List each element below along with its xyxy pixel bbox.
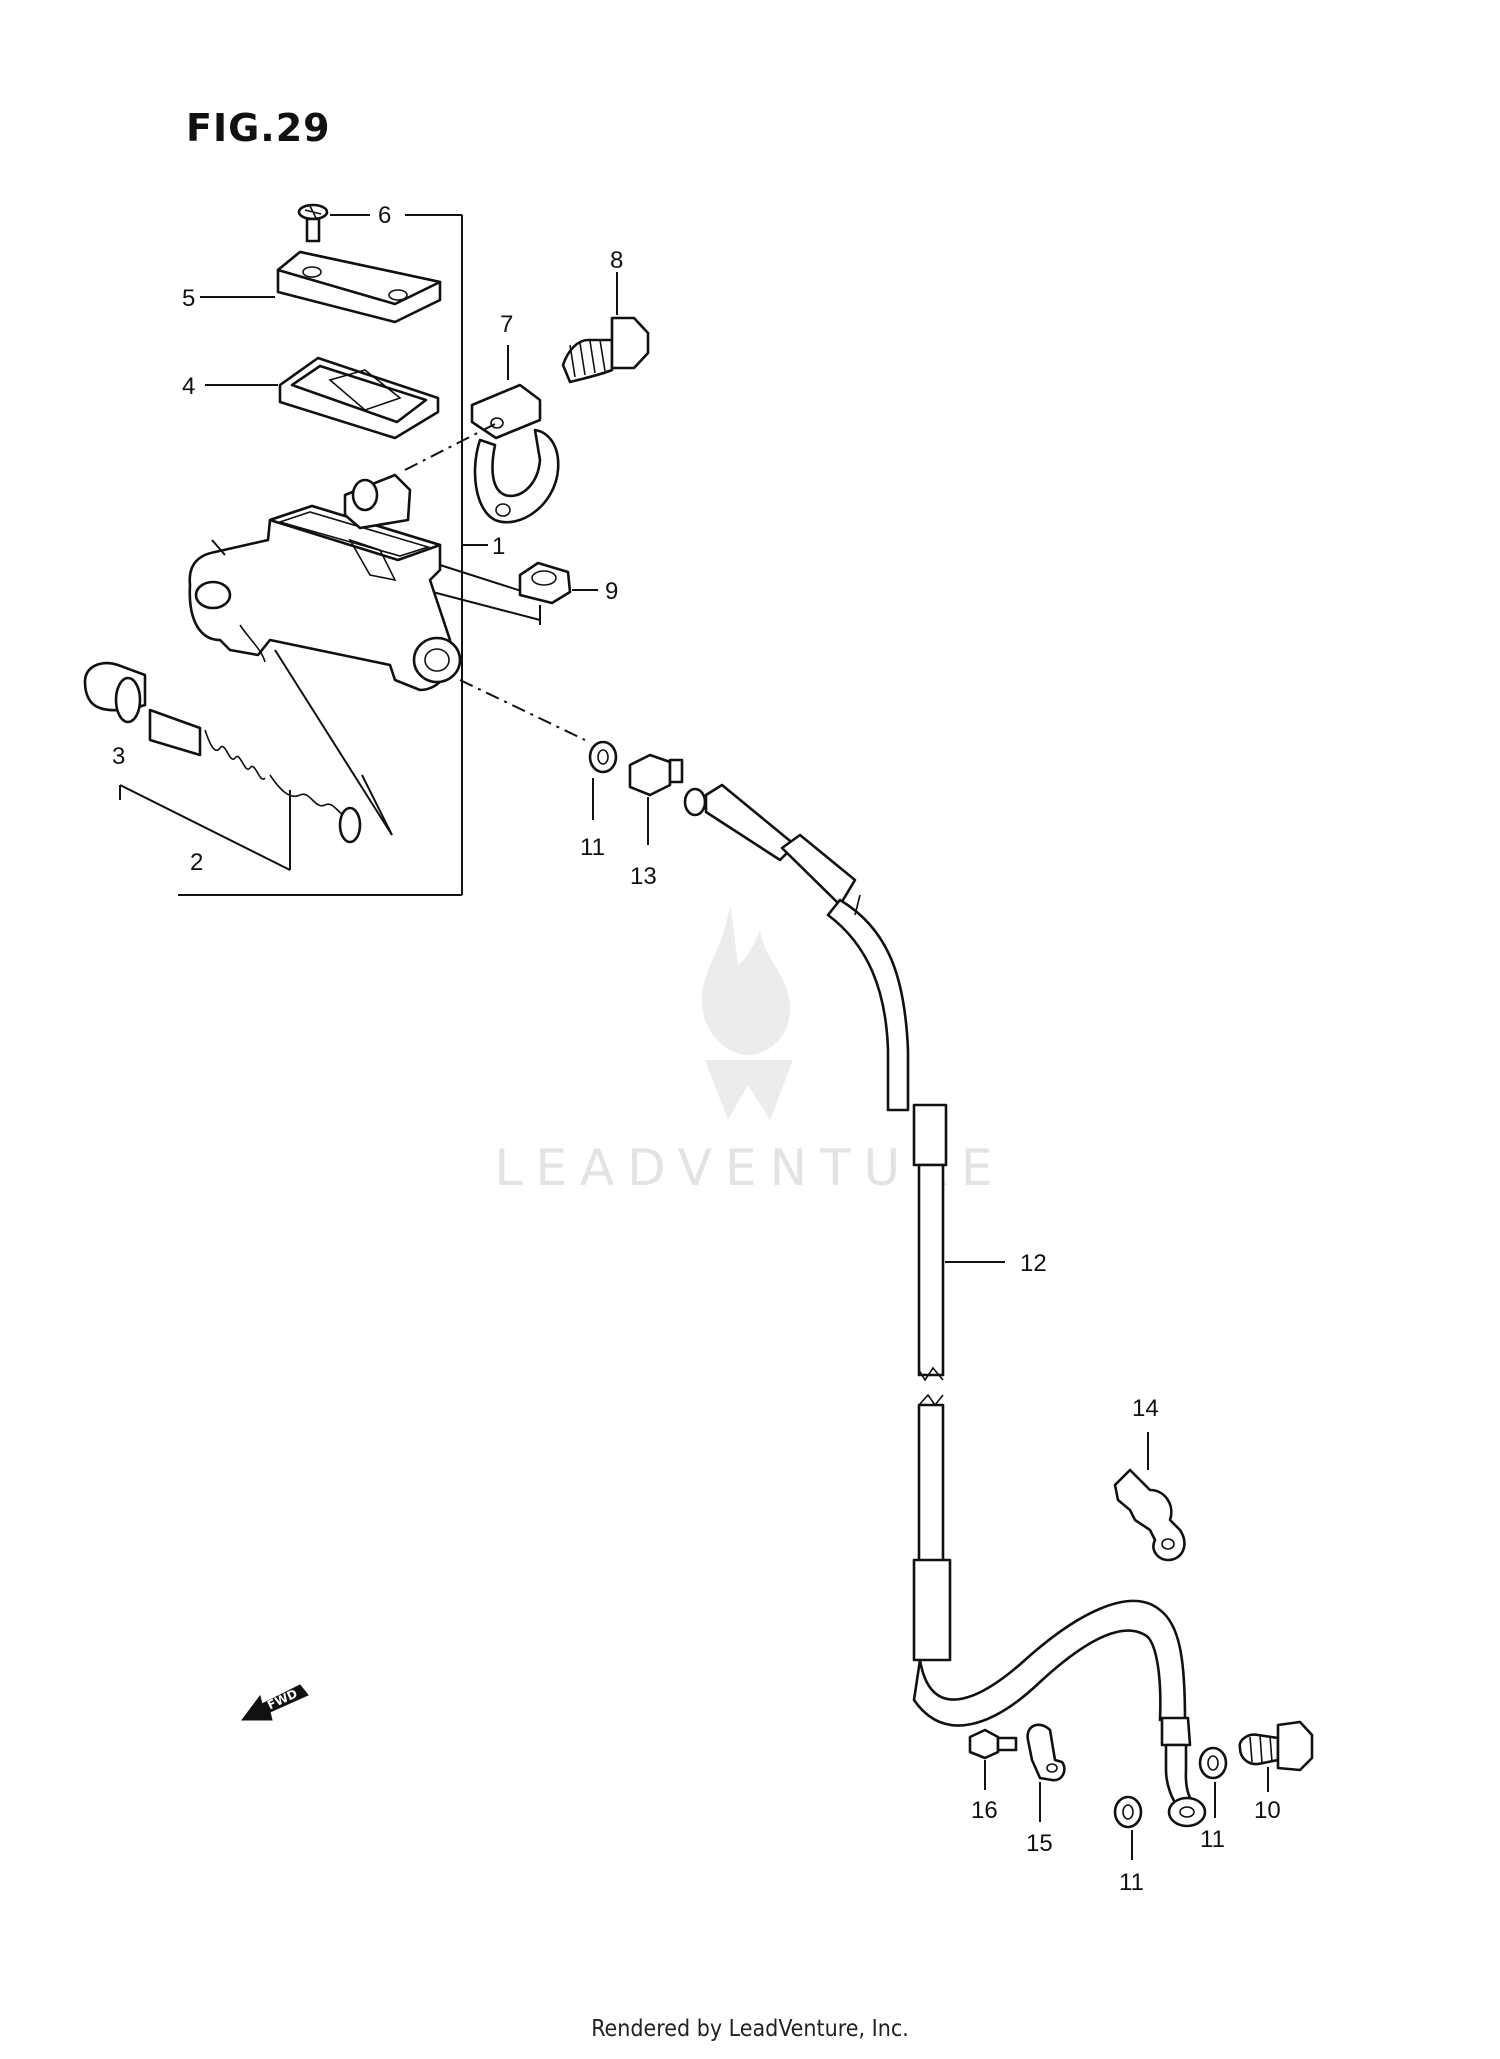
callout-11-bottom: 11 bbox=[1119, 1869, 1144, 1896]
washer-part-11-lower-right bbox=[1198, 1746, 1228, 1818]
reservoir-cap-part-5 bbox=[200, 250, 442, 324]
fitting-guide-line bbox=[459, 679, 586, 741]
bolt-part-16 bbox=[968, 1728, 1018, 1790]
callout-13: 13 bbox=[630, 863, 657, 890]
screw-part-6 bbox=[297, 203, 370, 243]
callout-6: 6 bbox=[378, 202, 391, 229]
hose-clamp-part-14 bbox=[1113, 1432, 1186, 1562]
assembly-bracket bbox=[178, 214, 541, 896]
nut-part-9 bbox=[518, 561, 598, 605]
washer-part-11-lower-left bbox=[1113, 1795, 1143, 1860]
callout-5: 5 bbox=[182, 285, 195, 312]
callout-12: 12 bbox=[1020, 1250, 1047, 1277]
clip-part-15 bbox=[1026, 1723, 1066, 1822]
master-cylinder-body-part-1 bbox=[188, 473, 541, 836]
callout-11-right: 11 bbox=[1200, 1826, 1225, 1853]
callout-10: 10 bbox=[1254, 1797, 1281, 1824]
callout-9: 9 bbox=[605, 578, 618, 605]
callout-14: 14 bbox=[1132, 1395, 1159, 1422]
figure-title: FIG.29 bbox=[186, 106, 331, 150]
bolt-part-8 bbox=[561, 272, 650, 384]
watermark-text: LEADVENTURE bbox=[495, 1139, 1006, 1197]
callout-3: 3 bbox=[112, 743, 125, 770]
washer-part-11-upper bbox=[588, 740, 618, 820]
union-bolt-part-13 bbox=[628, 753, 684, 845]
forward-arrow-icon bbox=[241, 1684, 309, 1721]
clamp-part-7 bbox=[404, 345, 560, 524]
callout-2: 2 bbox=[190, 849, 203, 876]
callout-11-upper: 11 bbox=[580, 834, 605, 861]
footer-credit: Rendered by LeadVenture, Inc. bbox=[591, 2016, 909, 2042]
brake-hose-part-12 bbox=[683, 783, 1207, 1828]
fwd-label: FWD bbox=[265, 1686, 299, 1712]
callout-4: 4 bbox=[182, 373, 195, 400]
union-bolt-part-10 bbox=[1238, 1720, 1314, 1792]
diaphragm-part-4 bbox=[205, 356, 440, 440]
callout-7: 7 bbox=[500, 311, 513, 338]
piston-kit-part-2-3 bbox=[83, 661, 362, 871]
callout-15: 15 bbox=[1026, 1830, 1053, 1857]
callout-8: 8 bbox=[610, 247, 623, 274]
callout-16: 16 bbox=[971, 1797, 998, 1824]
callout-1: 1 bbox=[492, 533, 505, 560]
watermark-logo bbox=[701, 905, 793, 1120]
